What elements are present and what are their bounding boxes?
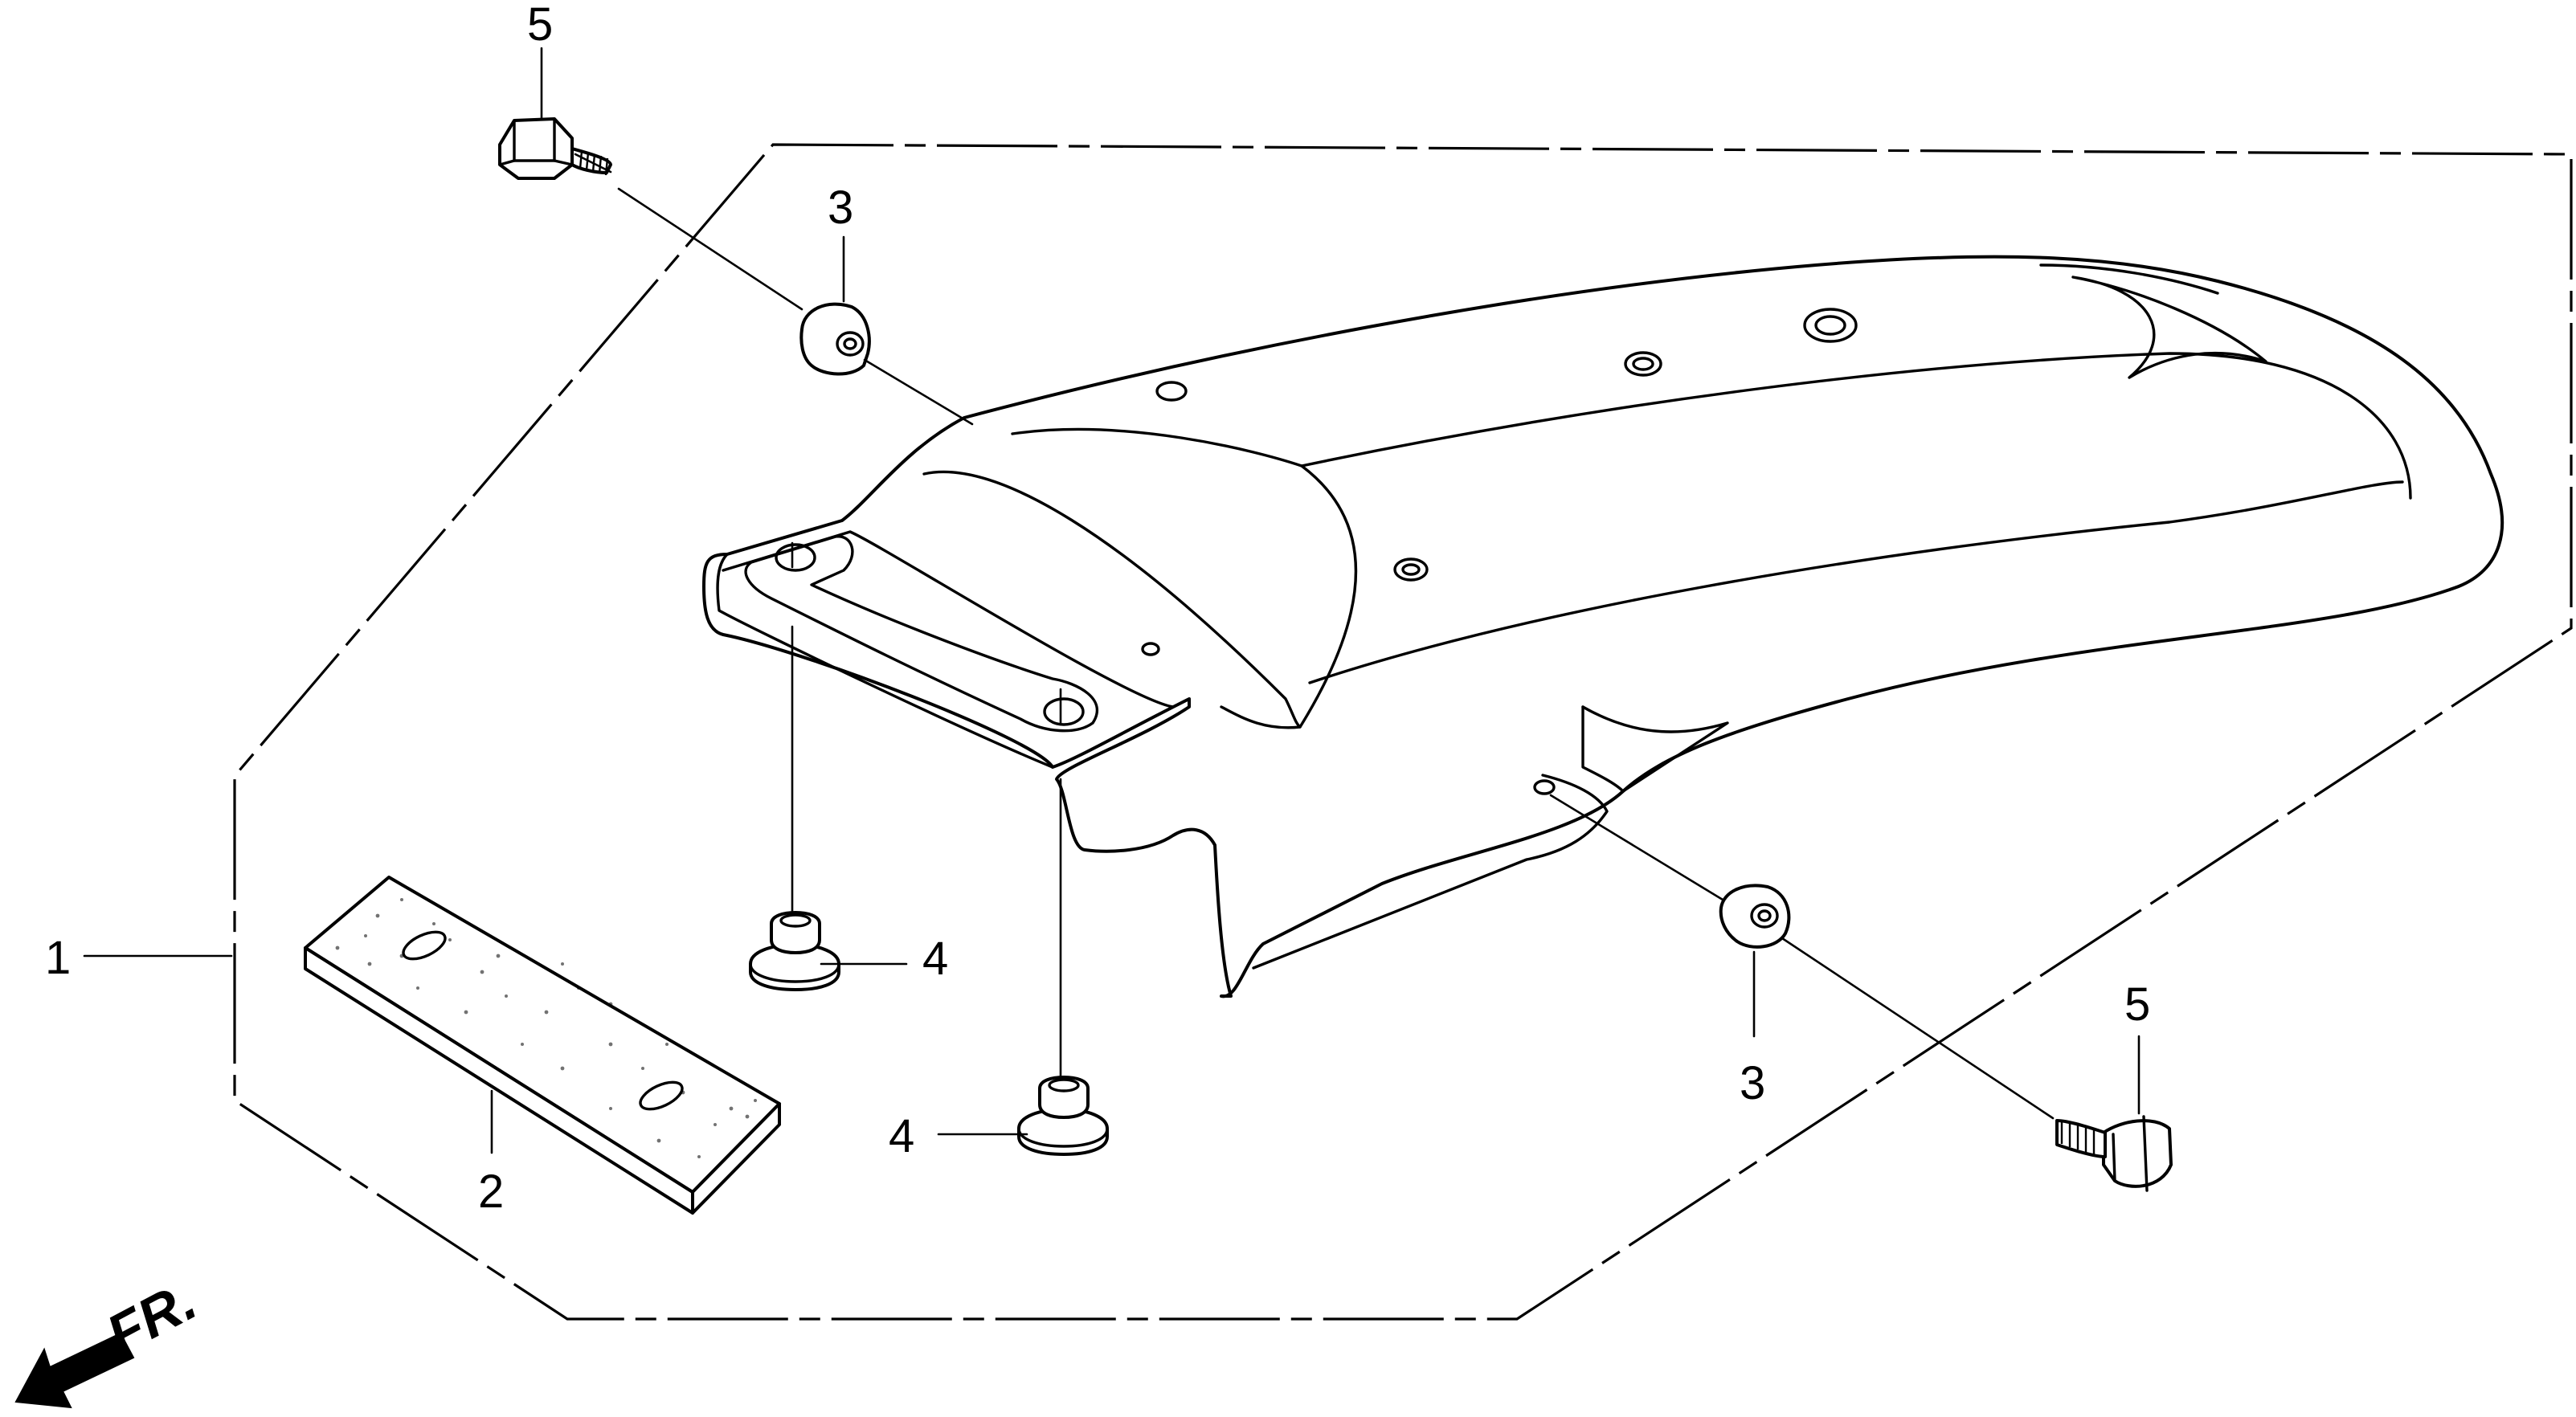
bolt-axis-upper-2	[863, 358, 974, 426]
front-arrow-icon	[14, 1332, 135, 1409]
callout-part-5-upper: 5	[527, 0, 553, 51]
grommet-lower	[1017, 1076, 1109, 1156]
foam-pad	[304, 876, 781, 1215]
assembly-boundary	[233, 143, 2573, 1321]
collar-upper	[799, 302, 871, 376]
flange-bolt-lower	[2055, 1115, 2173, 1192]
callout-part-5-lower: 5	[2124, 978, 2150, 1031]
front-direction-indicator: FR.	[14, 1268, 206, 1409]
callout-part-4-upper: 4	[922, 933, 948, 985]
callout-part-2: 2	[478, 1166, 504, 1218]
callout-part-1: 1	[45, 932, 71, 984]
bolt-axis-upper	[617, 187, 803, 311]
bolt-axis-lower	[1781, 937, 2055, 1120]
collar-lower	[1719, 884, 1791, 949]
callout-part-3-upper: 3	[828, 182, 853, 234]
grommet-upper	[749, 911, 840, 991]
flange-bolt-upper	[498, 117, 612, 180]
callout-part-4-lower: 4	[889, 1110, 914, 1162]
callout-part-3-lower: 3	[1740, 1057, 1765, 1109]
bolt-axis-lower-2	[1549, 794, 1724, 901]
rear-fender	[702, 255, 2504, 998]
